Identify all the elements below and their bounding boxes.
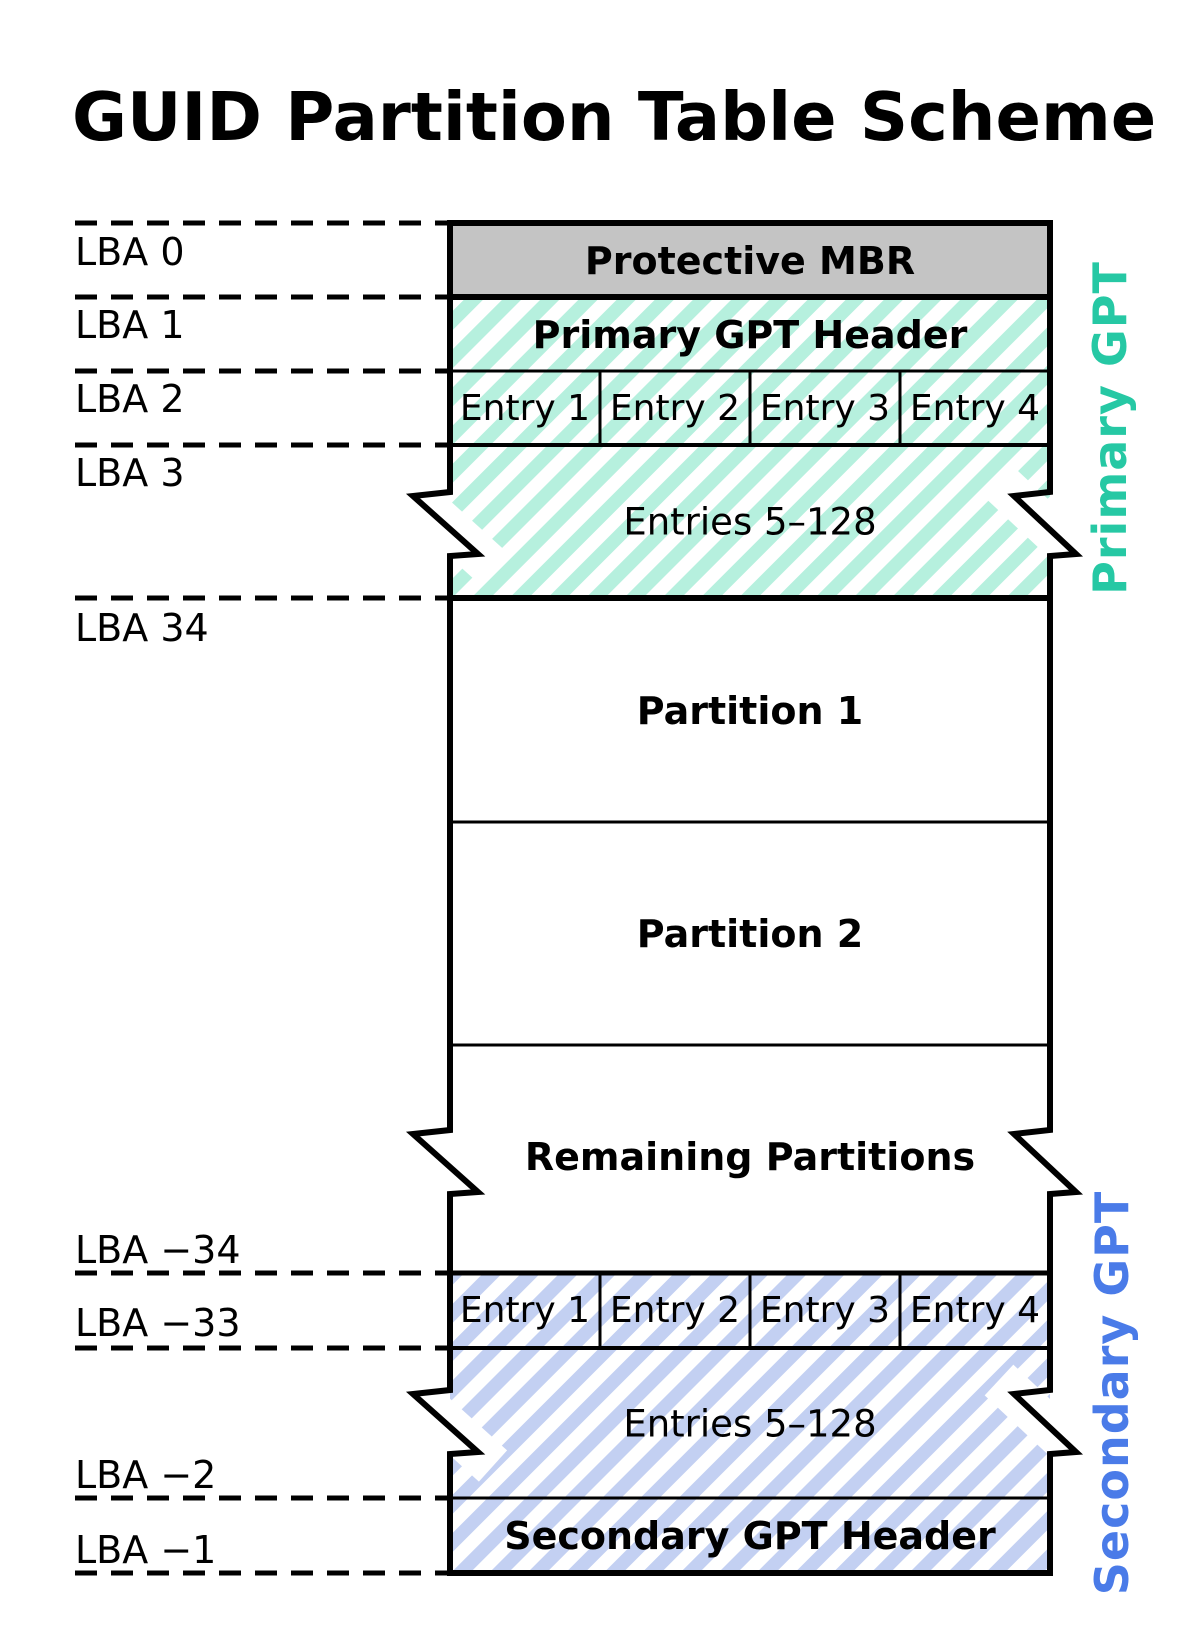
page-title: GUID Partition Table Scheme	[72, 78, 1157, 156]
block-remaining-partitions: Remaining Partitions	[524, 1135, 976, 1179]
block-protective-mbr: Protective MBR	[584, 239, 916, 283]
lba-label-neg34: LBA −34	[75, 1228, 241, 1272]
lba-label-3: LBA 3	[75, 451, 185, 495]
secondary-entry-2: Entry 2	[609, 1290, 741, 1331]
primary-gpt-striped-fill	[450, 297, 1050, 598]
block-primary-gpt-header: Primary GPT Header	[532, 313, 968, 357]
primary-entry-3: Entry 3	[759, 388, 891, 429]
protective-mbr-fill	[450, 223, 1050, 297]
lba-label-1: LBA 1	[75, 303, 185, 347]
block-entries-primary: Entries 5–128	[623, 500, 877, 544]
block-partition-2: Partition 2	[636, 912, 864, 956]
lba-label-neg33: LBA −33	[75, 1301, 241, 1345]
break-notches	[405, 489, 1084, 1457]
entry-dividers	[598, 371, 902, 1348]
secondary-entry-3: Entry 3	[759, 1290, 891, 1331]
secondary-gpt-side-label: Secondary GPT	[1085, 1190, 1139, 1596]
lba-label-neg1: LBA −1	[75, 1528, 217, 1572]
block-partition-1: Partition 1	[636, 689, 864, 733]
primary-entry-2: Entry 2	[609, 388, 741, 429]
block-secondary-gpt-header: Secondary GPT Header	[504, 1514, 996, 1558]
secondary-entry-4: Entry 4	[909, 1290, 1041, 1331]
primary-entry-1: Entry 1	[459, 388, 591, 429]
primary-gpt-side-label: Primary GPT	[1083, 261, 1137, 595]
primary-entry-4: Entry 4	[909, 388, 1041, 429]
block-fills	[450, 223, 1050, 1573]
lba-dashed-lines	[75, 220, 450, 1576]
secondary-entry-1: Entry 1	[459, 1290, 591, 1331]
block-entries-secondary: Entries 5–128	[623, 1402, 877, 1446]
lba-label-34: LBA 34	[75, 606, 209, 650]
box-edges	[447, 220, 1053, 1576]
lba-label-2: LBA 2	[75, 377, 185, 421]
lba-label-neg2: LBA −2	[75, 1453, 217, 1497]
lba-label-0: LBA 0	[75, 230, 185, 274]
